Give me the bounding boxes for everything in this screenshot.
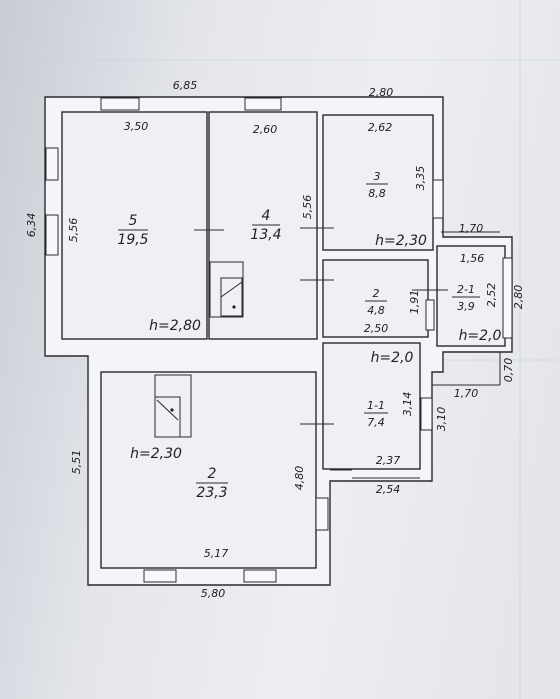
room-5-ceiling: h=2,80 [149, 318, 201, 334]
room-2-small-number: 2 [373, 287, 380, 300]
room-4-width: 2,60 [253, 123, 278, 136]
stove-lower [154, 374, 192, 438]
room-1-1 [322, 342, 421, 470]
room-2-big-area: 23,3 [196, 485, 227, 501]
room-4-height: 5,56 [301, 195, 314, 220]
room-2-big-height: 4,80 [293, 466, 306, 491]
stove-upper [209, 261, 244, 318]
room-5-number: 5 [129, 213, 138, 229]
room-5 [61, 111, 208, 340]
windows [45, 97, 513, 583]
room-1-1-ceiling: h=2,0 [371, 350, 414, 366]
room-5-width: 3,50 [124, 120, 149, 133]
room-2-small-width: 2,50 [364, 322, 389, 335]
room-2-1-area: 3,9 [457, 300, 475, 313]
room-2-1-height: 2,52 [485, 283, 498, 308]
room-1-1-number: 1-1 [367, 399, 385, 412]
room-3-number: 3 [374, 170, 381, 183]
room-2-small [322, 259, 429, 338]
room-1-1-width-out: 2,54 [376, 483, 401, 496]
dim-annex-width-lower: 1,70 [454, 387, 479, 400]
room-2-big-number: 2 [208, 466, 217, 482]
room-3 [322, 114, 434, 251]
room-3-ceiling: h=2,30 [375, 233, 427, 249]
dim-left-height-lower: 5,51 [70, 450, 83, 475]
dim-top-left: 6,85 [173, 79, 198, 92]
room-4-number: 4 [262, 208, 271, 224]
dim-bottom: 5,80 [201, 587, 226, 600]
room-2-1-width: 1,56 [460, 252, 485, 265]
dim-hall-width: 3,10 [435, 407, 448, 432]
door-marks [194, 227, 448, 471]
room-2-big-ceiling: h=2,30 [130, 446, 182, 462]
room-5-height: 5,56 [67, 218, 80, 243]
room-1-1-width-in: 2,37 [376, 454, 401, 467]
room-1-1-height: 3,14 [401, 392, 414, 417]
dim-annex-gap: 0,70 [502, 358, 515, 383]
room-3-height: 3,35 [414, 166, 427, 191]
room-2-small-height: 1,91 [408, 290, 421, 315]
room-2-1-number: 2-1 [457, 283, 475, 296]
room-4-area: 13,4 [250, 227, 281, 243]
room-2-1-ceiling: h=2,0 [459, 328, 502, 344]
room-2-1 [436, 245, 506, 347]
dim-left-height: 6,34 [25, 213, 38, 238]
room-2-big [100, 371, 317, 569]
room-5-area: 19,5 [117, 232, 148, 248]
room-1-1-area: 7,4 [367, 416, 385, 429]
dim-top-right: 2,80 [369, 86, 394, 99]
room-2-small-area: 4,8 [367, 304, 385, 317]
dim-annex-height: 2,80 [512, 285, 525, 310]
room-3-area: 8,8 [368, 187, 386, 200]
dimension-lines [352, 231, 501, 479]
room-2-big-width: 5,17 [204, 547, 229, 560]
room-3-width: 2,62 [368, 121, 393, 134]
dim-annex-width: 1,70 [459, 222, 484, 235]
